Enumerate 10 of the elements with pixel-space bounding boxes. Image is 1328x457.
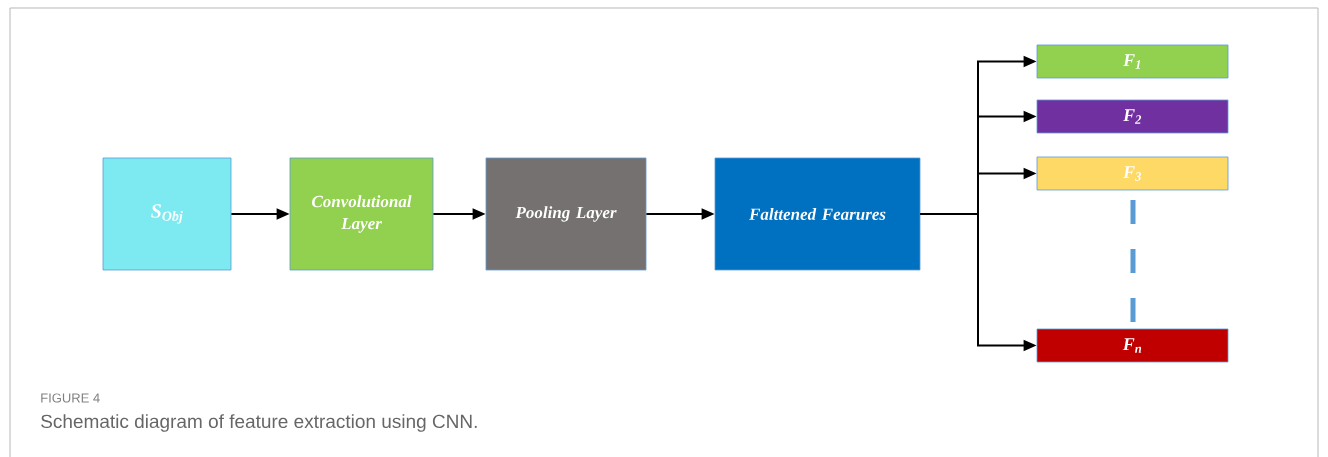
input-box: S$_{Obj}$ [102,157,232,271]
caption: Schematic diagram of feature extraction using CNN. [41,414,477,432]
feature-bar: F$_{3}$ [1036,156,1229,191]
layer-box: Falttened Fearures [714,157,921,271]
feature-bar: F$_{2}$ [1036,99,1229,134]
layer-box: Pooling Layer [485,157,647,271]
feature-bar: F$_{1}$ [1036,44,1229,79]
layer-box: Convolutional Layer [289,157,434,271]
feature-bar: F$_{n}$ [1036,328,1229,363]
figure-label: FIGURE 4 [41,393,100,403]
